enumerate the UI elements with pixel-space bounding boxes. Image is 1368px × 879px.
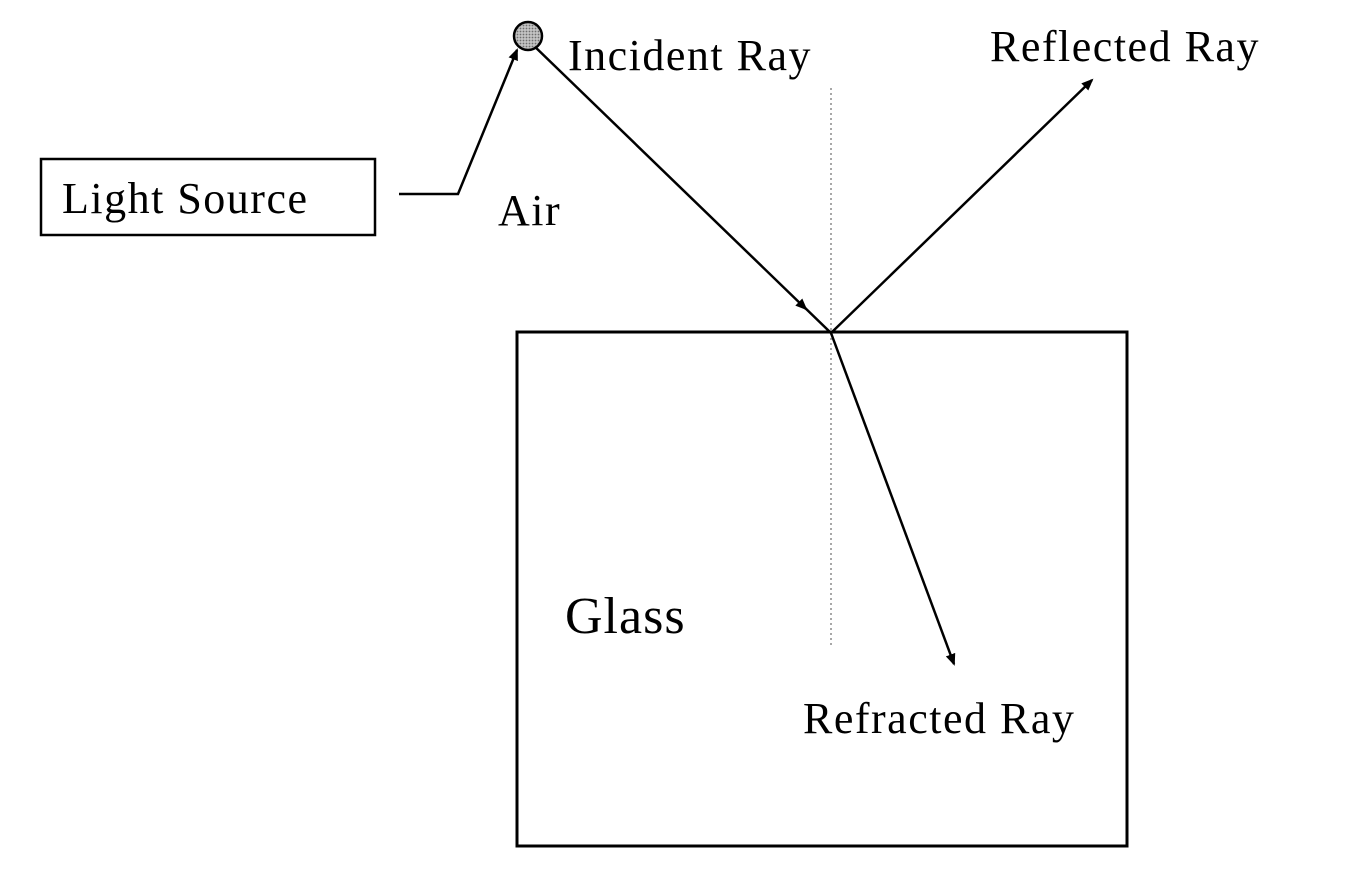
glass-label: Glass bbox=[565, 588, 686, 645]
incident-ray-line-end bbox=[799, 302, 832, 334]
light-source-point-icon bbox=[512, 20, 544, 52]
reflected-ray-line bbox=[830, 78, 1094, 334]
light-source-pointer bbox=[399, 48, 519, 196]
reflected-ray-label: Reflected Ray bbox=[990, 22, 1260, 71]
incident-ray-line bbox=[529, 41, 808, 311]
incident-ray-label: Incident Ray bbox=[568, 31, 812, 80]
refracted-ray-label: Refracted Ray bbox=[803, 694, 1075, 743]
glass-block bbox=[515, 330, 1129, 848]
refracted-ray-line bbox=[829, 332, 956, 666]
light-source-box bbox=[39, 157, 377, 237]
light-source-label: Light Source bbox=[62, 174, 309, 223]
air-label: Air bbox=[498, 186, 561, 235]
